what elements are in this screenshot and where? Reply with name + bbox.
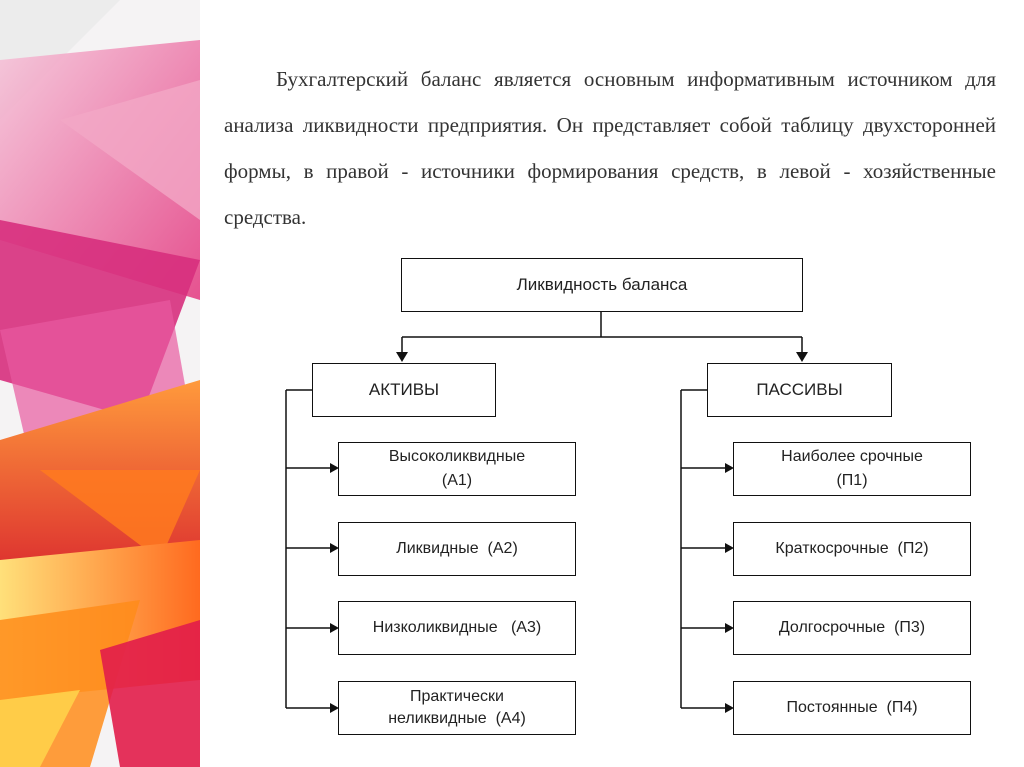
asset-item-line1: Низколиквидные (А3) <box>372 619 542 636</box>
asset-item-line1: Ликвидные (А2) <box>396 540 518 557</box>
intro-paragraph: Бухгалтерский баланс является основным и… <box>224 56 996 240</box>
asset-item-a4: Практически неликвидные (А4) <box>338 681 576 735</box>
liability-item-p1: Наиболее срочные (П1) <box>733 442 971 496</box>
asset-item-line2: неликвидные (А4) <box>388 710 526 727</box>
assets-node-label: АКТИВЫ <box>368 380 440 399</box>
liabilities-node-label: ПАССИВЫ <box>756 380 843 399</box>
asset-item-line1: Практически <box>410 688 504 705</box>
asset-item-line1: Высоколиквидные <box>388 448 526 465</box>
asset-item-a1: Высоколиквидные (А1) <box>338 442 576 496</box>
liability-item-line1: Наиболее срочные <box>781 448 923 465</box>
liability-item-p4: Постоянные (П4) <box>733 681 971 735</box>
assets-node: АКТИВЫ <box>312 363 496 417</box>
arrow-to-liabilities <box>796 352 808 362</box>
liability-item-line2: (П1) <box>836 472 868 489</box>
liability-item-p3: Долгосрочные (П3) <box>733 601 971 655</box>
liability-item-line1: Краткосрочные (П2) <box>775 540 929 557</box>
liabilities-node: ПАССИВЫ <box>707 363 892 417</box>
liability-item-line1: Долгосрочные (П3) <box>778 619 926 636</box>
arrow-to-assets <box>396 352 408 362</box>
liability-item-p2: Краткосрочные (П2) <box>733 522 971 576</box>
liability-item-line1: Постоянные (П4) <box>786 699 918 716</box>
decorative-background <box>0 0 200 767</box>
asset-item-a2: Ликвидные (А2) <box>338 522 576 576</box>
root-node: Ликвидность баланса <box>401 258 803 312</box>
asset-item-a3: Низколиквидные (А3) <box>338 601 576 655</box>
intro-paragraph-text: Бухгалтерский баланс является основным и… <box>224 67 996 229</box>
root-node-label: Ликвидность баланса <box>516 275 688 294</box>
asset-item-line2: (А1) <box>441 472 473 489</box>
